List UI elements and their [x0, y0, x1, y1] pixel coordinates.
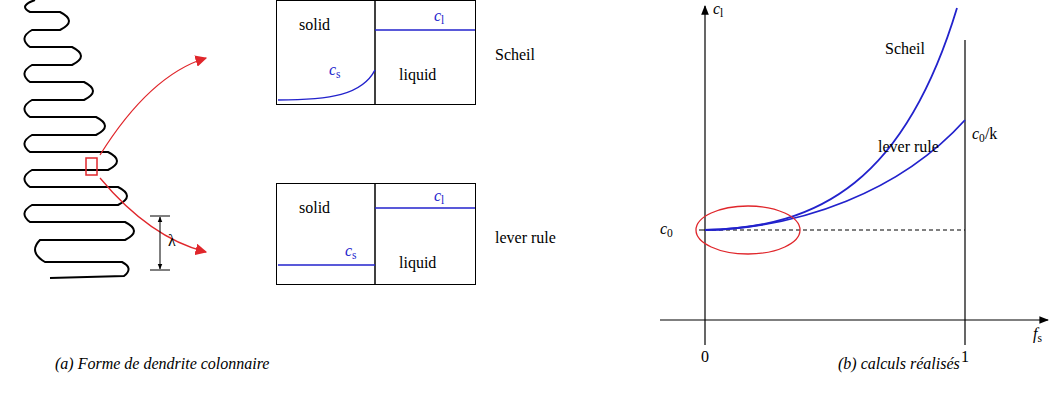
phase-label: solid [299, 16, 330, 34]
model-heading: Scheil [495, 46, 535, 64]
interface-line [374, 183, 376, 285]
axis-label: cl [713, 0, 723, 18]
x-axis [660, 319, 1048, 320]
dimension-tick [150, 270, 170, 271]
zoom-arrow [100, 178, 206, 252]
zoom-rectangle [86, 158, 97, 175]
interface-line [374, 0, 376, 105]
liquid-profile [375, 207, 475, 209]
solid-profile [278, 70, 375, 100]
highlight-ellipse [696, 206, 800, 254]
concentration-label: cl [434, 187, 444, 205]
caption: (a) Forme de dendrite colonnaire [55, 355, 269, 373]
solid-profile [278, 264, 375, 266]
concentration-label: cs [329, 61, 341, 79]
axis-tick [699, 230, 705, 231]
phase-label: solid [299, 199, 330, 217]
phase-label: liquid [399, 254, 436, 272]
concentration-label: cl [434, 7, 444, 25]
dimension-tick [150, 216, 170, 217]
liquid-profile [375, 29, 475, 31]
phase-box: solidclcsliquidScheil [276, 0, 476, 105]
concentration-label: cs [345, 242, 357, 260]
dimension-label: λ [168, 232, 176, 250]
scheil-curve [705, 8, 957, 230]
lever-rule-curve [705, 120, 965, 230]
dimension-line [160, 217, 161, 269]
limit-label: c0/k [972, 125, 997, 143]
curve-label: Scheil [885, 40, 925, 58]
zoom-arrow [100, 58, 206, 155]
tick-label: 1 [961, 348, 969, 366]
axis-label: fs [1033, 325, 1042, 343]
axis-value: c0 [660, 220, 673, 238]
phase-box: solidclcsliquidlever rule [276, 183, 476, 285]
caption: (b) calculs réalisés [838, 355, 960, 373]
reference-line [705, 230, 965, 231]
dendrite-outline [24, 0, 134, 278]
limit-line [964, 40, 965, 345]
model-heading: lever rule [495, 229, 556, 247]
curve-label: lever rule [878, 138, 939, 156]
tick-label: 0 [701, 348, 709, 366]
y-axis [704, 6, 705, 345]
phase-label: liquid [399, 66, 436, 84]
